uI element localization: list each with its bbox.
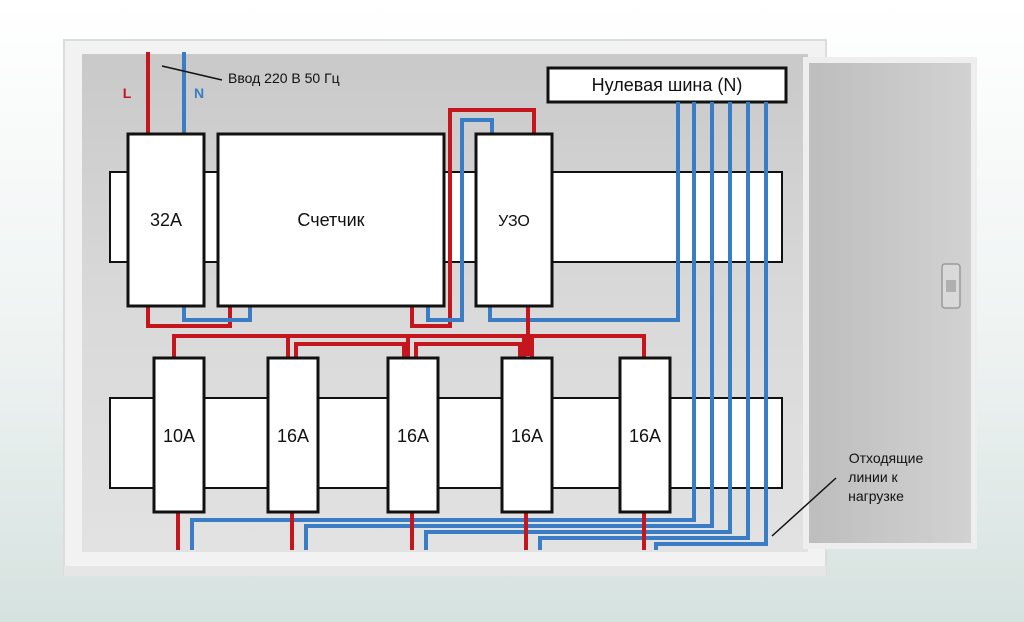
wire-bus-n-2 (304, 102, 714, 550)
din-rail-bottom (109, 397, 783, 489)
wire-phase-bus-bridge-a (294, 342, 406, 358)
outgoing-leader-line (771, 477, 837, 537)
main-breaker-label: 32A (150, 210, 182, 230)
main-breaker (126, 132, 206, 308)
breaker-5 (618, 356, 672, 514)
wire-breaker-meter-l (146, 304, 232, 328)
din-rail-top (109, 171, 783, 263)
wire-bus-n-5 (654, 102, 768, 550)
input-leader-line (161, 65, 223, 81)
wire-rcd-bus-n (488, 102, 680, 322)
neutral-label: N (194, 85, 204, 101)
rcd-label: УЗО (498, 213, 530, 230)
input-label: Ввод 220 В 50 Гц (228, 70, 340, 86)
breaker-5-label: 16A (629, 426, 661, 446)
wire-meter-rcd-n (426, 118, 494, 322)
breaker-1-label: 10A (163, 426, 195, 446)
wire-phase-bus-right (530, 334, 646, 358)
electric-meter (216, 132, 446, 308)
breaker-2 (266, 356, 320, 514)
breaker-1 (152, 356, 206, 514)
wire-phase-bus-bridge-b (414, 342, 522, 358)
wire-bus-n-3 (424, 102, 732, 550)
breaker-3-label: 16A (397, 426, 429, 446)
breaker-4-label: 16A (511, 426, 543, 446)
wire-meter-rcd-l (410, 108, 536, 328)
wire-phase-bus-left (172, 334, 526, 358)
wire-bus-n-1 (190, 102, 696, 550)
breaker-2-label: 16A (277, 426, 309, 446)
door-handle-grip (946, 280, 956, 292)
meter-label: Счетчик (297, 210, 364, 230)
wire-breaker-meter-n (182, 304, 252, 322)
outgoing-label-line1: Отходящие (849, 450, 924, 466)
neutral-bus (546, 66, 788, 104)
outgoing-label-line3: нагрузке (848, 488, 904, 504)
breaker-4 (500, 356, 554, 514)
breaker-3 (386, 356, 440, 514)
enclosure-bottom-edge (64, 566, 826, 576)
outgoing-label-line2: линии к (848, 469, 898, 485)
phase-label: L (123, 85, 132, 101)
rcd-device (474, 132, 554, 308)
neutral-bus-label: Нулевая шина (N) (592, 75, 743, 95)
